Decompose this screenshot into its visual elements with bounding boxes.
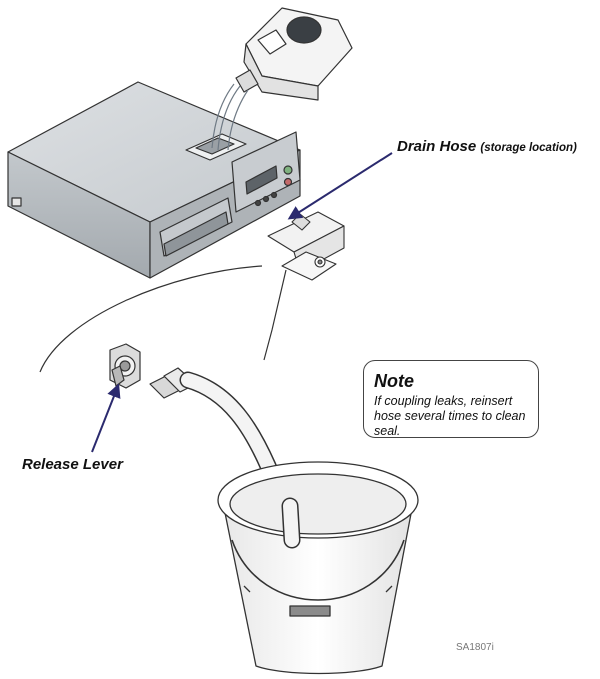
display-screen <box>245 165 278 195</box>
bucket <box>217 461 419 675</box>
power-button <box>283 165 293 175</box>
note-callout: Note If coupling leaks, reinsert hose se… <box>363 360 539 438</box>
release-lever <box>111 365 125 387</box>
drain-hose-label-sub: (storage location) <box>480 142 577 154</box>
callout-leader <box>263 269 287 361</box>
callout-arc <box>39 265 263 373</box>
release-lever-arrow <box>91 383 121 453</box>
water-jug <box>235 7 353 101</box>
drain-tray <box>267 211 345 281</box>
coupling-fitting <box>109 343 141 389</box>
drain-hose-label: Drain Hose (storage location) <box>397 138 577 155</box>
drain-hose-arrow <box>287 152 393 220</box>
water-stream <box>211 83 249 151</box>
figure-id: SA1807i <box>456 642 494 653</box>
bucket-handle <box>231 539 405 601</box>
note-title: Note <box>374 371 414 391</box>
drain-hose-label-main: Drain Hose <box>397 138 477 155</box>
release-lever-label: Release Lever <box>22 456 123 473</box>
bucket-handle-grip <box>289 605 331 617</box>
sterilizer-device <box>7 81 301 279</box>
stop-button <box>283 177 293 187</box>
note-body: If coupling leaks, reinsert hose several… <box>374 394 526 438</box>
